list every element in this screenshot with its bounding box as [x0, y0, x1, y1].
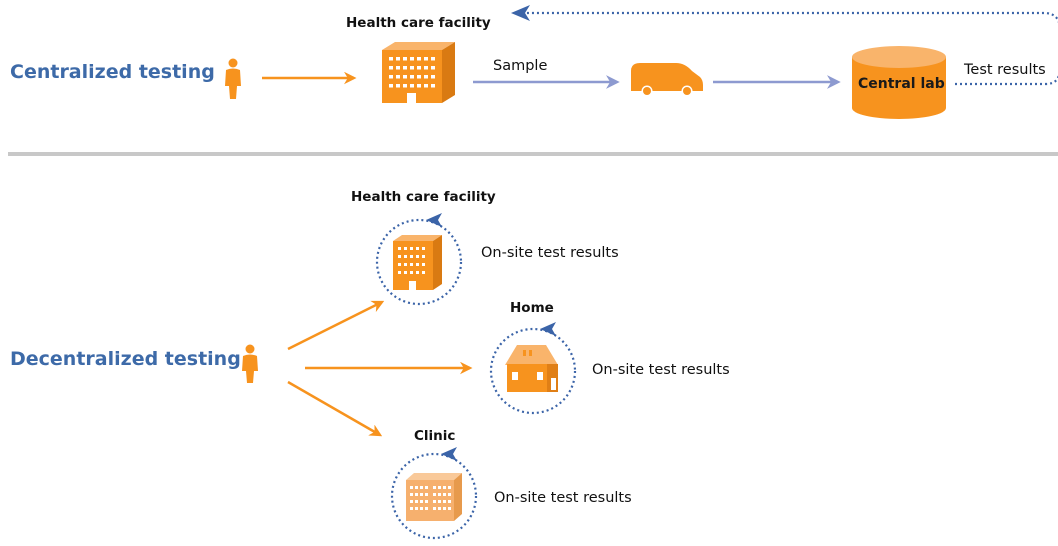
van-icon	[631, 63, 703, 97]
clinic-dotted-cycle	[390, 452, 478, 540]
home-dotted-cycle	[489, 327, 577, 415]
arrow-to-facility	[287, 300, 385, 351]
site-facility-name: Health care facility	[351, 189, 496, 205]
facility-cycle-arrowhead	[426, 213, 442, 227]
house-icon	[505, 345, 558, 392]
site-clinic-name: Clinic	[414, 428, 456, 444]
site-facility-building-icon	[393, 235, 442, 290]
dotted-return-arrowhead	[511, 5, 530, 21]
arrow-to-clinic	[287, 380, 383, 437]
central-facility-label: Health care facility	[346, 15, 491, 31]
central-facility-building-icon	[382, 42, 455, 103]
home-cycle-arrowhead	[540, 322, 556, 336]
central-person-icon	[225, 58, 241, 99]
section-divider	[8, 152, 1058, 156]
dotted-return-results	[526, 11, 1058, 86]
site-home-results: On-site test results	[592, 362, 730, 378]
clinic-cycle-arrowhead	[441, 447, 457, 461]
site-clinic-results: On-site test results	[494, 490, 632, 506]
clinic-icon	[406, 473, 462, 521]
centralized-title: Centralized testing	[10, 61, 215, 83]
sample-label: Sample	[493, 58, 548, 74]
decentralized-title: Decentralized testing	[10, 348, 241, 370]
test-results-label: Test results	[962, 62, 1048, 78]
central-lab-cylinder-icon	[852, 46, 946, 119]
central-lab-label: Central lab	[858, 76, 945, 92]
site-home-name: Home	[510, 300, 554, 316]
site-facility-results: On-site test results	[481, 245, 619, 261]
facility-dotted-cycle	[375, 218, 463, 306]
decentral-person-icon	[242, 344, 258, 383]
